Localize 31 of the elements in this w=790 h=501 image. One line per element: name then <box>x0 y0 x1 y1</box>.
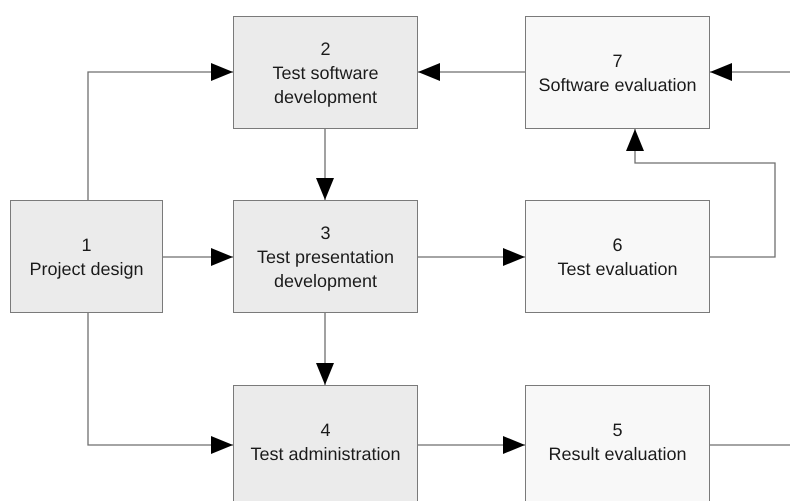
step-title: Software evaluation <box>538 74 697 96</box>
step-title: Result evaluation <box>548 442 687 466</box>
process-box <box>525 385 710 501</box>
arrow <box>710 63 790 81</box>
step-number: 2 <box>320 38 330 60</box>
step-number: 7 <box>612 50 622 72</box>
arrow <box>316 129 334 200</box>
step-title: Test presentation development <box>256 246 396 292</box>
step-number: 1 <box>81 234 92 256</box>
arrow <box>418 436 525 454</box>
process-box <box>233 385 418 501</box>
step-number: 4 <box>320 418 330 442</box>
step-number: 5 <box>612 418 622 442</box>
process-box <box>525 200 710 313</box>
step-title: Test evaluation <box>557 258 678 280</box>
arrow <box>87 313 233 454</box>
arrow <box>418 248 525 266</box>
step-title: Test software development <box>271 62 380 108</box>
process-box <box>233 200 418 313</box>
process-box <box>233 16 418 129</box>
step-title: Project design <box>29 258 144 280</box>
arrow <box>316 313 334 385</box>
process-box <box>10 200 163 313</box>
arrow <box>626 129 776 258</box>
arrow <box>418 63 525 81</box>
process-box <box>525 16 710 129</box>
step-number: 6 <box>612 234 622 256</box>
step-number: 3 <box>320 222 330 244</box>
arrow <box>87 63 233 200</box>
step-title: Test administration <box>250 442 401 466</box>
arrow <box>163 248 233 266</box>
